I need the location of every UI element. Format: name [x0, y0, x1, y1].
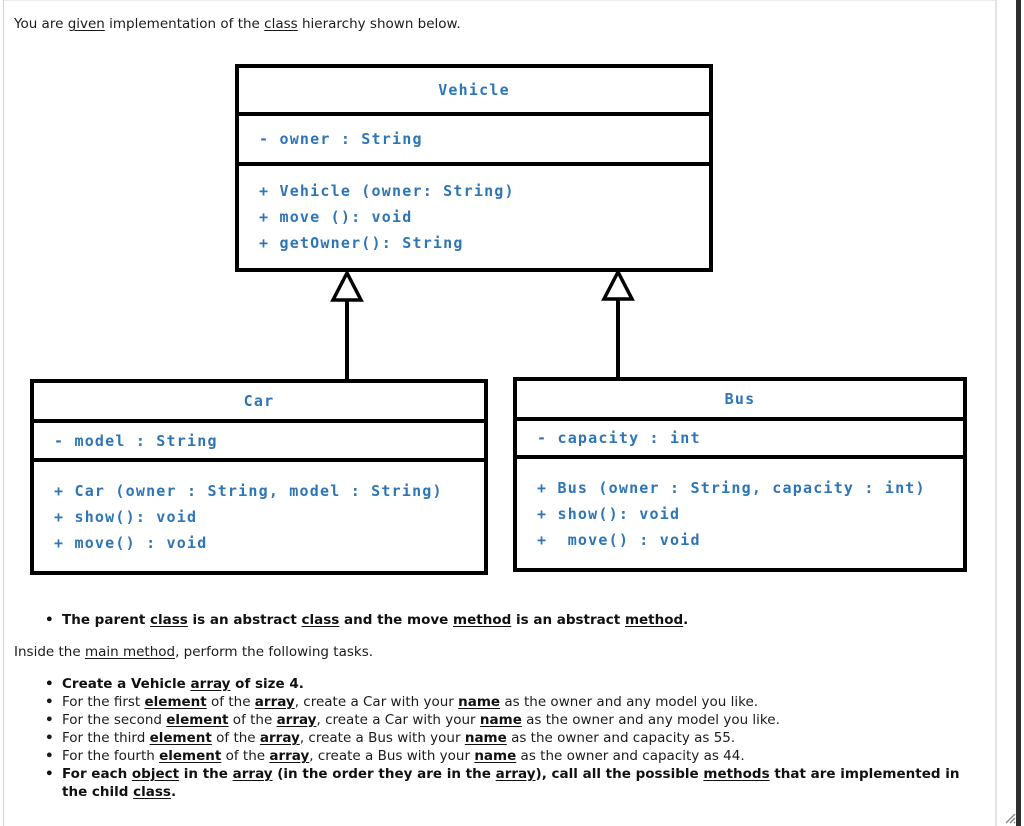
glossary-term-link[interactable]: array	[232, 766, 273, 782]
glossary-term-link[interactable]: class	[301, 612, 340, 628]
uml-class-car: Car - model : String + Car (owner : Stri…	[30, 379, 488, 575]
text-segment: The parent	[62, 612, 151, 628]
glossary-term-link[interactable]: object	[131, 766, 180, 782]
glossary-term-link[interactable]: name	[474, 748, 517, 764]
uml-method: + show(): void	[54, 508, 198, 526]
inheritance-arrow-bus-to-vehicle-icon	[601, 269, 635, 379]
glossary-term-link[interactable]: element	[159, 748, 222, 764]
glossary-term-link[interactable]: array	[276, 712, 317, 728]
task-list: Create a Vehicle array of size 4. For th…	[44, 675, 982, 801]
intro-paragraph: You are given implementation of the clas…	[14, 15, 461, 33]
text-segment: For the third	[62, 730, 150, 746]
text-segment: as the owner and capacity as 44.	[516, 748, 745, 764]
uml-class-name-vehicle: Vehicle	[239, 68, 709, 116]
text-segment: For the second	[62, 712, 167, 728]
text-segment: (in the order they are in the	[272, 766, 496, 782]
text-segment: and the move	[339, 612, 454, 628]
text-segment: is an abstract	[187, 612, 302, 628]
uml-attribute-vehicle: - owner : String	[239, 116, 709, 166]
text-segment: of the	[211, 730, 260, 746]
text-segment: For each	[62, 766, 132, 782]
text-segment: of the	[221, 748, 270, 764]
text-segment: For the first	[62, 694, 145, 710]
glossary-term-link[interactable]: element	[149, 730, 212, 746]
uml-method: + move() : void	[537, 531, 701, 549]
glossary-term-link[interactable]: class	[264, 16, 298, 32]
text-segment: in the	[179, 766, 233, 782]
text-segment: For the fourth	[62, 748, 160, 764]
frame-left-border	[3, 0, 4, 826]
task-item-1: Create a Vehicle array of size 4.	[44, 675, 982, 693]
glossary-term-link[interactable]: methods	[703, 766, 770, 782]
text-segment: ), call all the possible	[535, 766, 704, 782]
uml-class-bus: Bus - capacity : int + Bus (owner : Stri…	[513, 377, 967, 572]
uml-attribute-car: - model : String	[34, 423, 484, 462]
glossary-term-link[interactable]: name	[458, 694, 501, 710]
text-segment: , perform the following tasks.	[175, 644, 374, 660]
text-segment: of the	[206, 694, 255, 710]
glossary-term-link[interactable]: array	[269, 748, 310, 764]
text-segment: , create a Bus with your	[299, 730, 465, 746]
glossary-term-link[interactable]: given	[67, 16, 105, 32]
text-segment: , create a Bus with your	[309, 748, 475, 764]
task-item-2: For the first element of the array, crea…	[44, 693, 982, 711]
uml-method: + Car (owner : String, model : String)	[54, 482, 443, 500]
text-segment: hierarchy shown below.	[297, 16, 461, 32]
text-segment: Create a Vehicle	[62, 676, 191, 692]
glossary-term-link[interactable]: element	[166, 712, 229, 728]
task-item-3: For the second element of the array, cre…	[44, 711, 982, 729]
uml-method: + Vehicle (owner: String)	[259, 182, 515, 200]
glossary-term-link[interactable]: class	[133, 784, 171, 800]
text-segment: as the owner and any model you like.	[521, 712, 780, 728]
text-segment: as the owner and any model you like.	[500, 694, 759, 710]
text-segment: that are implemented in the child	[62, 766, 960, 800]
inheritance-arrow-car-to-vehicle-icon	[330, 270, 364, 380]
uml-class-name-car: Car	[34, 383, 484, 423]
tasks-intro-paragraph: Inside the main method, perform the foll…	[14, 643, 373, 661]
uml-method: + getOwner(): String	[259, 234, 464, 252]
note-list-item: The parent class is an abstract class an…	[44, 611, 1002, 629]
uml-class-vehicle: Vehicle - owner : String + Vehicle (owne…	[235, 64, 713, 272]
glossary-term-link[interactable]: array	[254, 694, 295, 710]
text-segment: of size 4.	[230, 676, 304, 692]
uml-methods-bus: + Bus (owner : String, capacity : int) +…	[517, 459, 963, 553]
frame-inner-right-border	[995, 0, 997, 826]
uml-method: + show(): void	[537, 505, 681, 523]
glossary-term-link[interactable]: class	[150, 612, 188, 628]
glossary-term-link[interactable]: element	[144, 694, 207, 710]
task-item-6: For each object in the array (in the ord…	[44, 765, 982, 801]
uml-attribute-bus: - capacity : int	[517, 421, 963, 459]
glossary-term-link[interactable]: array	[495, 766, 536, 782]
task-item-5: For the fourth element of the array, cre…	[44, 747, 982, 765]
text-segment: .	[683, 612, 689, 628]
uml-method: + Bus (owner : String, capacity : int)	[537, 479, 926, 497]
resize-handle-icon[interactable]	[1002, 810, 1016, 824]
task-item-4: For the third element of the array, crea…	[44, 729, 982, 747]
uml-class-name-bus: Bus	[517, 381, 963, 421]
text-segment: , create a Car with your	[294, 694, 459, 710]
glossary-term-link[interactable]: main method	[84, 644, 176, 660]
glossary-term-link[interactable]: array	[190, 676, 231, 692]
text-segment: Inside the	[14, 644, 85, 660]
frame-right-edge	[1016, 0, 1021, 826]
uml-methods-vehicle: + Vehicle (owner: String) + move (): voi…	[239, 166, 709, 256]
glossary-term-link[interactable]: method	[624, 612, 684, 628]
frame-top-border	[4, 0, 996, 1]
text-segment: .	[170, 784, 177, 800]
text-segment: , create a Car with your	[316, 712, 480, 728]
glossary-term-link[interactable]: name	[464, 730, 507, 746]
text-segment: as the owner and capacity as 55.	[506, 730, 736, 746]
glossary-term-link[interactable]: name	[479, 712, 522, 728]
glossary-term-link[interactable]: method	[453, 612, 512, 628]
uml-methods-car: + Car (owner : String, model : String) +…	[34, 462, 484, 556]
glossary-term-link[interactable]: array	[259, 730, 300, 746]
text-segment: You are	[14, 16, 68, 32]
text-segment: implementation of the	[104, 16, 265, 32]
uml-method: + move() : void	[54, 534, 208, 552]
text-segment: is an abstract	[511, 612, 625, 628]
uml-method: + move (): void	[259, 208, 413, 226]
text-segment: of the	[228, 712, 277, 728]
